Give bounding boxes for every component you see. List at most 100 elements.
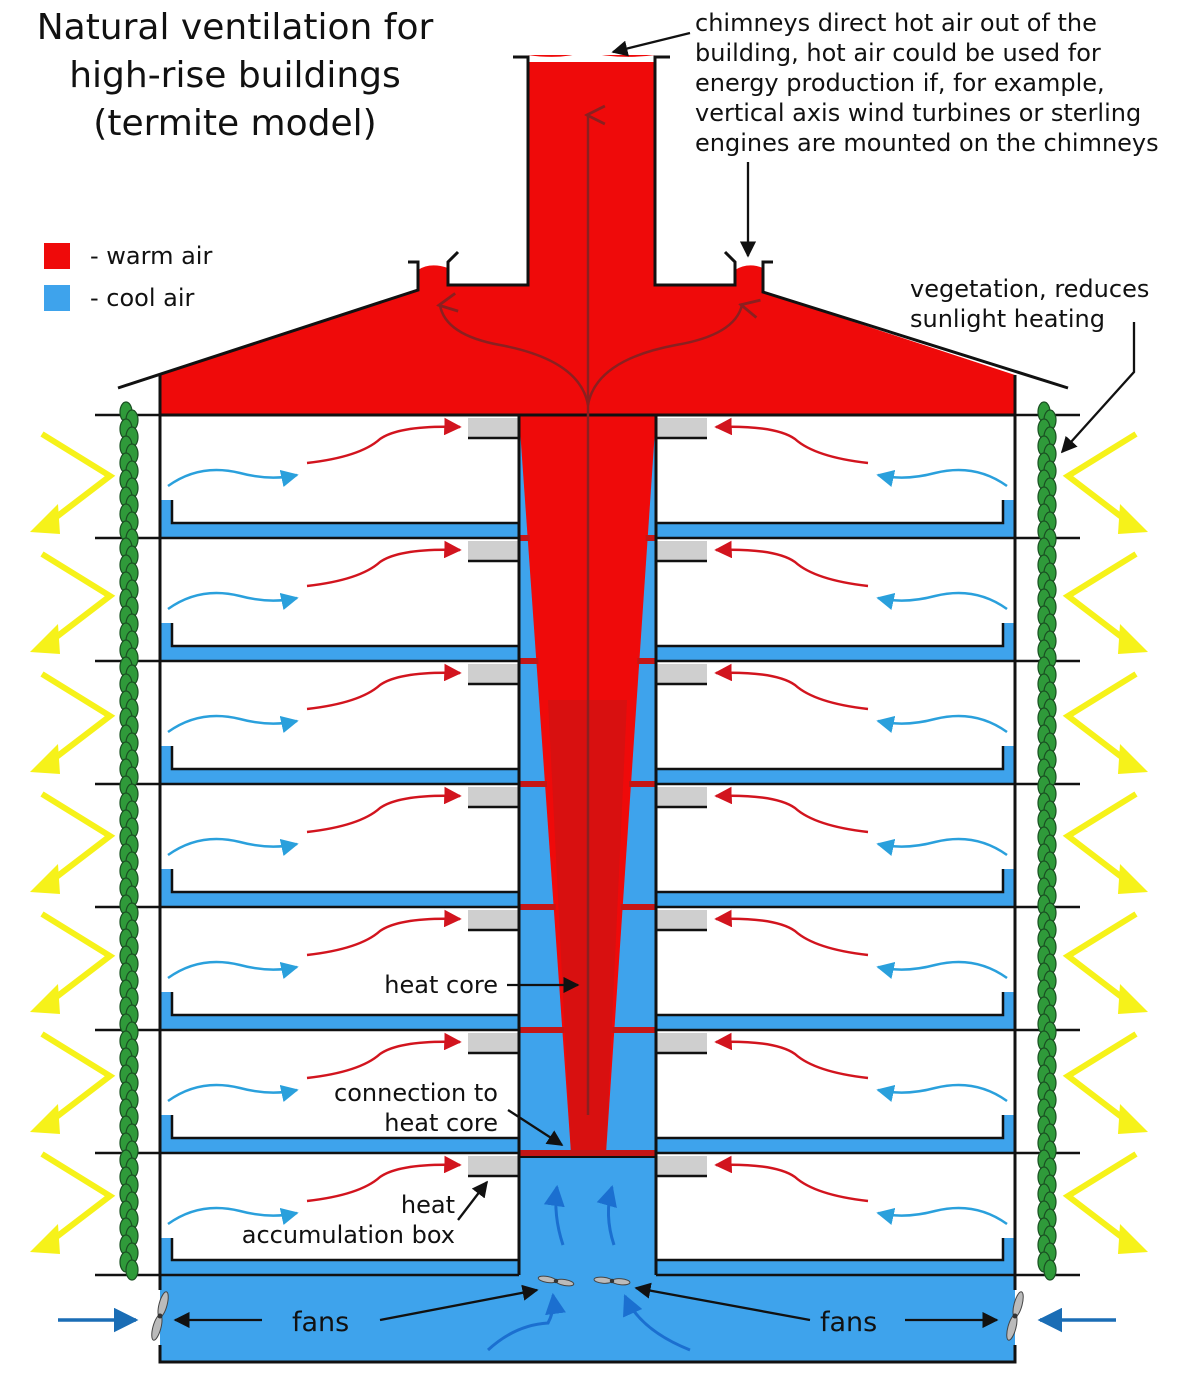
fan-hub [1012, 1313, 1018, 1319]
cool-floor-channel [160, 623, 519, 661]
cool-floor-channel [160, 1238, 519, 1275]
fan-hub [609, 1278, 615, 1284]
warm-airflow-arrow [306, 1032, 462, 1080]
heat-core-connection [519, 658, 539, 664]
heat-accumulation-box [468, 1156, 519, 1176]
warm-airflow-arrow [306, 1155, 462, 1203]
heat-core-connection [519, 781, 547, 787]
cool-floor-channel [160, 992, 519, 1030]
sun-ray-icon [40, 431, 116, 531]
room-outline [656, 869, 1005, 894]
fans-leader-right [634, 1282, 811, 1322]
connection-label-line-2: heat core [384, 1109, 498, 1137]
cool-air-basement [160, 1275, 1015, 1362]
building-outer-wall [158, 375, 1017, 1364]
cool-air-swatch [44, 285, 70, 311]
diagram-title: Natural ventilation for high-rise buildi… [0, 4, 470, 148]
heat-accumulation-box [656, 541, 707, 561]
room-outline [170, 746, 519, 771]
heat-accumulation-box [468, 418, 519, 438]
sun-ray-icon [40, 671, 116, 771]
room-outline [656, 500, 1005, 525]
sun-ray-arrowhead [1118, 1224, 1148, 1254]
cool-floor-channel [656, 992, 1015, 1030]
chimney-airflow-arrow [440, 305, 590, 406]
legend-cool-air: - cool air [44, 284, 194, 312]
fan-icon [1006, 1291, 1024, 1341]
airflow-arrows [58, 115, 1116, 1352]
vine-icon [1037, 401, 1057, 1281]
cool-air-up-arrow [596, 1184, 617, 1246]
warm-airflow-arrow [306, 663, 462, 711]
sun-ray-arrowhead [30, 984, 60, 1014]
cool-airflow-arrow [167, 1083, 299, 1103]
connection-label-line-1: connection to [334, 1079, 498, 1107]
fan-icon [537, 1275, 575, 1287]
sun-ray-arrowhead [30, 624, 60, 654]
heat-accumulation-box [468, 664, 519, 684]
heat-accumulation-box [656, 910, 707, 930]
vegetation [119, 401, 1057, 1281]
chimney-note-line-3: energy production if, for example, [695, 69, 1105, 97]
cool-airflow-arrow [876, 1206, 1008, 1226]
fans-label-right: fans [820, 1307, 878, 1338]
heat-core-connection [637, 658, 656, 664]
warm-airflow-arrow [306, 540, 462, 588]
warm-airflow-arrow [306, 417, 462, 465]
fan-icon [151, 1291, 169, 1341]
vine-icon [119, 401, 139, 1281]
room-outline [656, 746, 1005, 771]
heat-accumulation-box [468, 910, 519, 930]
cool-floor-channel [160, 869, 519, 907]
side-chimney-outlet [418, 262, 448, 270]
heat-accumulation-box [656, 418, 707, 438]
sun-ray-icon [40, 551, 116, 651]
side-chimney-outlet [735, 262, 763, 270]
room-outline [170, 1238, 519, 1262]
cool-airflow-arrow [876, 468, 1008, 488]
chimney-wall [653, 55, 737, 287]
sun-ray-icon [1062, 671, 1138, 771]
room-outline [170, 869, 519, 894]
sun-ray-arrowhead [30, 744, 60, 774]
sun-ray-icon [1062, 911, 1138, 1011]
cool-airflow-arrow [876, 837, 1008, 857]
cool-floor-channel [656, 623, 1015, 661]
room-outline [656, 1238, 1005, 1262]
cool-airflow-arrow [876, 591, 1008, 611]
sun-ray-icon [40, 1151, 116, 1251]
chimney-wall [446, 55, 530, 287]
heat-accumulation-box [656, 1033, 707, 1053]
cool-floor-channel [656, 746, 1015, 784]
accumulation-leader [457, 1180, 488, 1221]
cool-air-up-arrow [543, 1184, 565, 1246]
cool-airflow-arrow [876, 714, 1008, 734]
roof-edge-left [117, 260, 420, 390]
sun-ray-icon [40, 791, 116, 891]
vegetation-leader [1060, 322, 1136, 454]
heat-accumulation-box [656, 1156, 707, 1176]
cool-floor-channel [656, 869, 1015, 907]
heat-core-connection [612, 1027, 656, 1033]
cool-floor-channel [656, 1238, 1015, 1275]
vegetation-note-line-1: vegetation, reduces [910, 275, 1150, 303]
heat-accumulation-box [468, 541, 519, 561]
chimney-note-line-4: vertical axis wind turbines or sterling [695, 99, 1142, 127]
roof-edge-right [761, 260, 1069, 390]
fan-hub [157, 1313, 163, 1319]
warm-airflow-arrow [714, 417, 869, 465]
chimney-annotation: chimneys direct hot air out of the build… [695, 8, 1159, 158]
cool-airflow-arrow [167, 960, 299, 980]
sun-ray-icon [1062, 1151, 1138, 1251]
connection-label: connection to heat core [280, 1078, 498, 1138]
cool-airflow-arrow [167, 1206, 299, 1226]
vine-leaf [125, 1259, 139, 1281]
sun-ray-icon [1062, 1031, 1138, 1131]
sun-ray-arrowhead [1118, 984, 1148, 1014]
heat-core-connection [519, 1027, 565, 1033]
accumulation-label-line-2: accumulation box [241, 1221, 455, 1249]
sun-ray-icon [1062, 431, 1138, 531]
vegetation-note-line-2: sunlight heating [910, 305, 1105, 333]
room-outline [170, 500, 519, 525]
